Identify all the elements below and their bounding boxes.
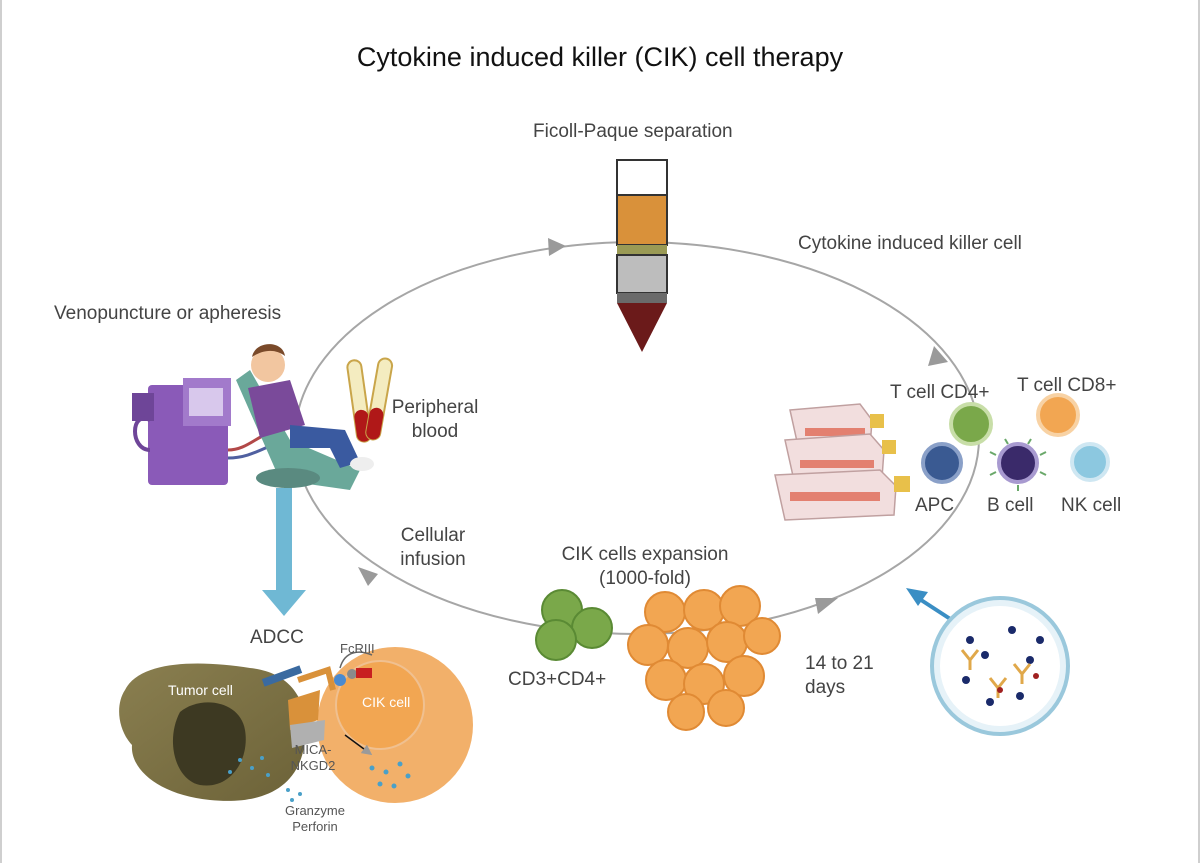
days-range-text: 14 to 21 [805,653,874,674]
expansion-label: CIK cells expansion (1000-fold) [540,543,750,591]
petri-dish-icon [930,596,1070,736]
cellular-text: Cellular [400,525,466,546]
cellular-infusion-label: Cellular infusion [388,524,478,572]
blood-tubes-icon [346,357,394,443]
granzyme-arrow [344,734,373,756]
nk-cell-label: NK cell [1061,495,1122,516]
cycle-arrowhead-lower-right [815,598,838,614]
diagram-title: Cytokine induced killer (CIK) cell thera… [356,42,844,72]
t-cell-cd4-label: T cell CD4+ [890,382,990,403]
patient-icon [248,344,374,471]
fcriii-label: FcRIII [340,641,375,656]
expansion-text: CIK cells expansion [561,544,729,565]
apheresis-machine-icon [132,378,286,485]
infusion-blue-arrow [262,488,306,616]
t-cell-cd8-label: T cell CD8+ [1017,375,1117,396]
perforin-text: Perforin [292,819,338,835]
cycle-arrowhead-lower-left [358,567,378,586]
cycle-arrowhead-top [548,238,566,256]
mica-text: MICA- [294,742,332,757]
apc-cell-icon [921,442,963,484]
infusion-text: infusion [400,548,466,570]
nkgd2-text: NKGD2 [290,758,336,774]
blood-text: blood [411,420,459,442]
right-border [1198,0,1200,863]
tumor-cell-label: Tumor cell [168,682,233,698]
apc-label: APC [915,495,955,516]
b-cell-icon [989,438,1047,491]
granzyme-text: Granzyme [285,803,345,818]
peripheral-blood-label: Peripheral blood [390,396,480,444]
fcriii-pointer [339,651,373,669]
culture-flasks-icon [774,403,910,521]
receptor-molecules-icon [261,665,372,748]
t-cell-cd4-icon [949,402,993,446]
tumor-granules [228,756,270,777]
expansion-fold-text: (1000-fold) [599,567,691,589]
cik-cell-process-label: Cytokine induced killer cell [798,233,1022,254]
ficoll-label: Ficoll-Paque separation [533,121,733,142]
cik-expansion-cells-icon [627,585,781,731]
mica-nkgd2-label: MICA- NKGD2 [278,742,348,775]
left-border [0,0,2,863]
days-label: 14 to 21 days [805,652,874,700]
cycle-arrowhead-right [928,346,948,366]
venopuncture-label: Venopuncture or apheresis [54,303,282,324]
cd3-cd4-cells-icon [535,589,613,661]
t-cell-cd8-icon [1036,393,1080,437]
cd3-cd4-label: CD3+CD4+ [508,669,607,690]
granzyme-perforin-label: Granzyme Perforin [270,803,360,836]
cik-cell-label: CIK cell [362,694,411,710]
granzyme-granules [286,761,411,802]
days-unit-text: days [805,676,846,698]
b-cell-label: B cell [987,495,1034,516]
adcc-label: ADCC [250,627,304,648]
tumor-nucleus-icon [172,702,246,786]
nk-cell-icon [1070,442,1110,482]
peripheral-text: Peripheral [391,397,479,418]
ficoll-tube-icon [616,159,668,352]
